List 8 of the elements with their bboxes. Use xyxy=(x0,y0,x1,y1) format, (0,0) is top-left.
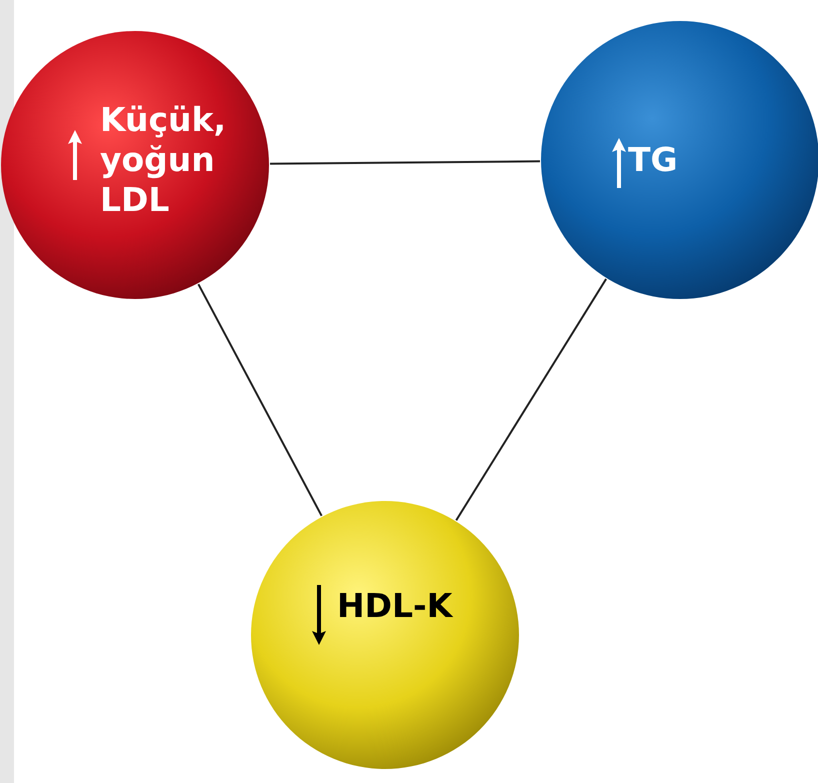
connector-line xyxy=(455,278,607,521)
node-label: HDL-K xyxy=(337,586,454,626)
node-label: Küçük, yoğun LDL xyxy=(100,100,228,220)
connector-line xyxy=(270,160,540,165)
node-label: TG xyxy=(628,140,679,180)
connector-line xyxy=(198,284,322,516)
circle-node xyxy=(250,500,520,770)
circle-node xyxy=(0,30,270,300)
